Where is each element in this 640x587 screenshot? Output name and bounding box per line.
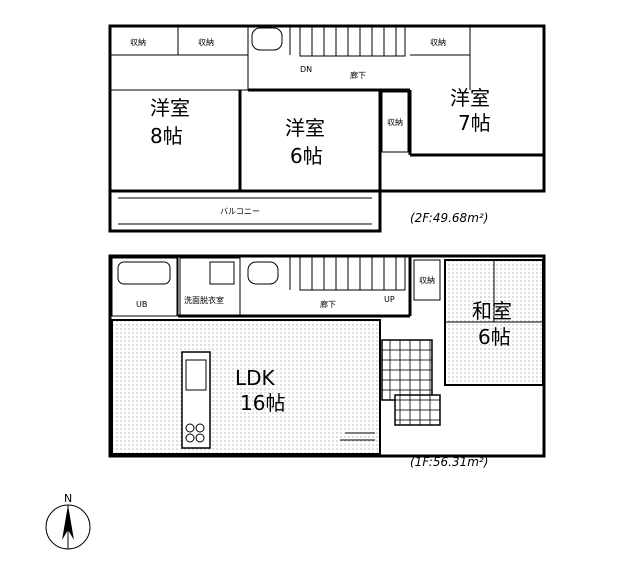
balcony-label: バルコニー xyxy=(220,207,260,216)
bathtub xyxy=(117,261,171,285)
ldk-room xyxy=(111,319,381,455)
bath-label: UB xyxy=(136,300,147,309)
storage-closet-2f xyxy=(381,91,409,153)
entrance-step xyxy=(394,394,441,426)
room-c-size: 7帖 xyxy=(458,111,491,135)
storage-label-4: 収納 xyxy=(387,117,403,127)
stair-up-label: UP xyxy=(384,295,395,304)
north-compass xyxy=(45,504,91,550)
entrance-tile xyxy=(381,339,433,401)
room-a-size: 8帖 xyxy=(150,124,183,148)
ldk-size: 16帖 xyxy=(240,391,285,415)
japanese-room-name: 和室 xyxy=(472,299,512,323)
japanese-room-size: 6帖 xyxy=(478,325,511,349)
room-b-name: 洋室 xyxy=(285,116,325,140)
toilet-2f xyxy=(251,27,283,51)
storage-label-1f: 収納 xyxy=(419,275,435,285)
hallway-label-1f: 廊下 xyxy=(320,299,336,309)
toilet-1f xyxy=(247,261,279,285)
storage-closet-1f xyxy=(413,259,441,301)
stairs-2f xyxy=(299,25,406,57)
floor1-area: (1F:56.31m²) xyxy=(410,455,488,469)
floor2-area: (2F:49.68m²) xyxy=(410,211,488,225)
floor2-plan xyxy=(108,24,546,233)
floor1-plan xyxy=(108,254,546,458)
balcony xyxy=(108,189,382,233)
storage-label-1: 収納 xyxy=(130,37,146,47)
compass-north-label: N xyxy=(64,492,72,505)
kitchen-counter xyxy=(181,351,211,449)
storage-label-2: 収納 xyxy=(198,37,214,47)
room-c-name: 洋室 xyxy=(450,86,490,110)
washroom-label: 洗面脱衣室 xyxy=(184,295,224,305)
washbasin xyxy=(209,261,235,285)
bathroom xyxy=(111,257,178,317)
room-a-name: 洋室 xyxy=(150,96,190,120)
room-b-size: 6帖 xyxy=(290,144,323,168)
ldk-name: LDK xyxy=(235,366,276,390)
storage-label-3: 収納 xyxy=(430,37,446,47)
stair-dn-label: DN xyxy=(300,65,312,74)
stairs-1f xyxy=(299,255,406,291)
hallway-label-2f: 廊下 xyxy=(350,70,366,80)
